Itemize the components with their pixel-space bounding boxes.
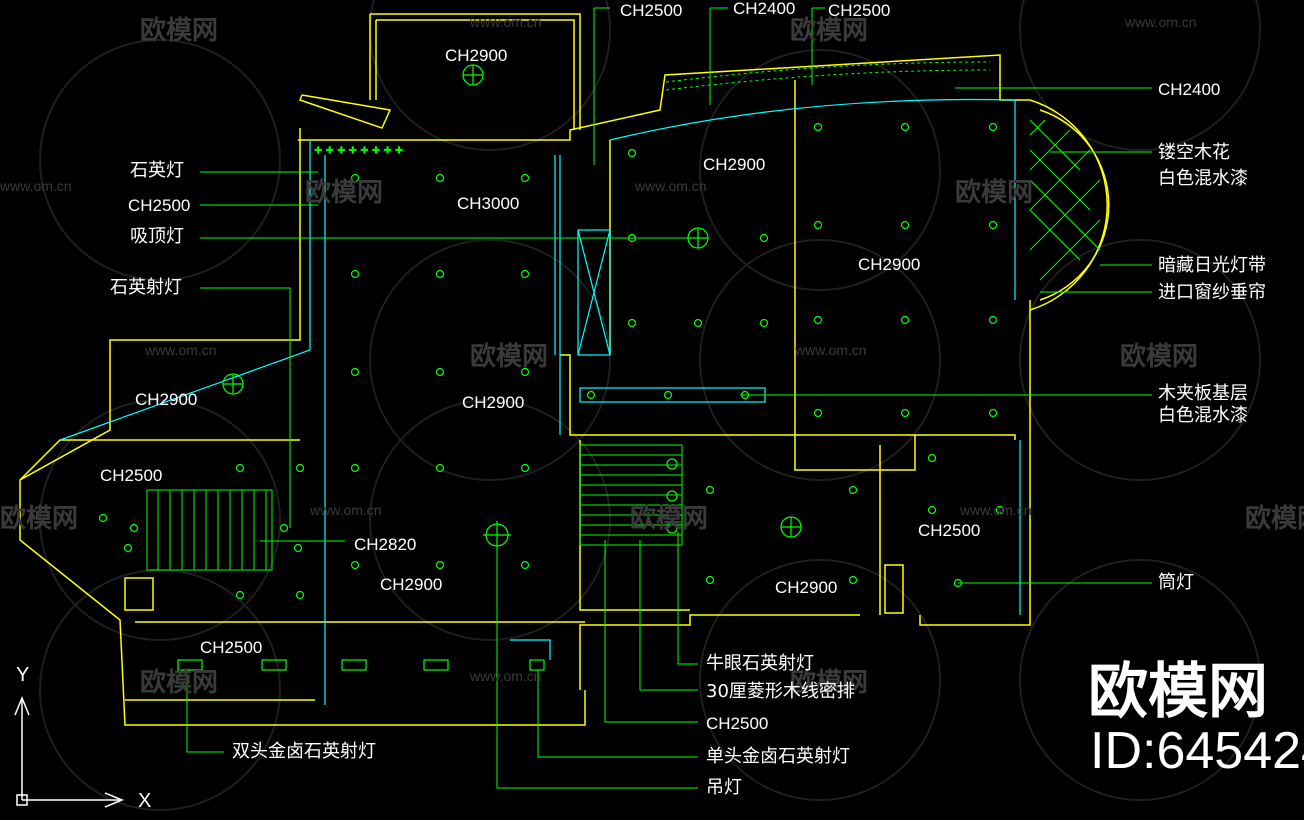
left-callout: 吸顶灯 [130, 226, 184, 247]
right-callout: 进口窗纱垂帘 [1158, 282, 1266, 303]
watermark-url: www.om.cn [795, 342, 867, 358]
right-callout: 白色混水漆 [1158, 168, 1248, 189]
hatched-features [146, 61, 1101, 571]
watermark-text: 欧模网 [0, 504, 79, 534]
watermark-text: 欧模网 [470, 342, 549, 372]
brand-id: ID:645424 [1090, 722, 1304, 780]
watermark-url: www.om.cn [0, 178, 72, 194]
axis-x-label: X [138, 790, 152, 812]
axis-y-label: Y [16, 664, 30, 686]
watermark-url: www.om.cn [470, 668, 542, 684]
ceiling-height-label: CH2900 [775, 578, 838, 597]
bottom-callout: CH2500 [706, 714, 769, 733]
ceiling-height-label: CH2500 [100, 466, 163, 485]
right-callout: 暗藏日光灯带 [1158, 255, 1266, 276]
svg-text:+ + + + + + + +: + + + + + + + + [314, 145, 403, 156]
watermark-text: 欧模网 [140, 16, 219, 46]
ceiling-height-label: CH2900 [380, 575, 443, 594]
ceiling-height-label: CH2500 [200, 638, 263, 657]
top-callout: CH2500 [620, 1, 683, 20]
watermark-text: 欧模网 [955, 178, 1034, 208]
watermark-text: 欧模网 [305, 178, 384, 208]
bottom-callout: 30厘菱形木线密排 [706, 681, 855, 702]
bottom-callout: 双头金卤石英射灯 [232, 741, 376, 762]
ceiling-height-label: CH2900 [445, 46, 508, 65]
axis-icon [14, 696, 124, 808]
left-callout: 石英灯 [130, 160, 184, 181]
watermark-url: www.om.cn [470, 14, 542, 30]
watermark-text: 欧模网 [790, 668, 869, 698]
watermark-url: www.om.cn [1125, 14, 1197, 30]
watermark-url: www.om.cn [310, 502, 382, 518]
watermark-rings [39, 0, 1261, 811]
bottom-callout: 单头金卤石英射灯 [706, 746, 850, 767]
top-callout: CH2400 [733, 0, 796, 18]
watermark-text: 欧模网 [630, 504, 709, 534]
watermark-url: www.om.cn [635, 178, 707, 194]
left-callout: 石英射灯 [110, 277, 182, 298]
bottom-callout: 吊灯 [706, 777, 742, 798]
watermark-text: 欧模网 [140, 668, 219, 698]
ceiling-height-label: CH2900 [135, 390, 198, 409]
right-callout: 白色混水漆 [1158, 405, 1248, 426]
ceiling-edges [59, 98, 1021, 705]
right-callout: 筒灯 [1158, 572, 1194, 593]
watermark-text: 欧模网 [1120, 342, 1199, 372]
ceiling-height-label: CH3000 [457, 194, 520, 213]
right-callout: CH2400 [1158, 80, 1221, 99]
brand-logo-text: 欧模网 [1088, 657, 1268, 727]
ceiling-height-label: CH2900 [858, 255, 921, 274]
ceiling-height-label: CH2900 [703, 155, 766, 174]
right-callout: 木夹板基层 [1158, 383, 1248, 404]
watermark-url: www.om.cn [960, 502, 1032, 518]
top-callout: CH2500 [828, 1, 891, 20]
ceiling-height-label: CH2820 [354, 535, 417, 554]
walls [19, 13, 1110, 726]
ceiling-height-label: CH2500 [918, 521, 981, 540]
watermark-text: 欧模网 [1245, 504, 1304, 534]
ceiling-height-label: CH2900 [462, 393, 525, 412]
watermark-text: 欧模网 [790, 16, 869, 46]
watermark-url: www.om.cn [145, 342, 217, 358]
ceiling-lights: + + + + + + + + [98, 64, 1005, 671]
right-callout: 镂空木花 [1158, 142, 1230, 163]
left-callout: CH2500 [128, 196, 191, 215]
leader-lines [186, 7, 1152, 789]
bottom-callout: 牛眼石英射灯 [706, 653, 814, 674]
